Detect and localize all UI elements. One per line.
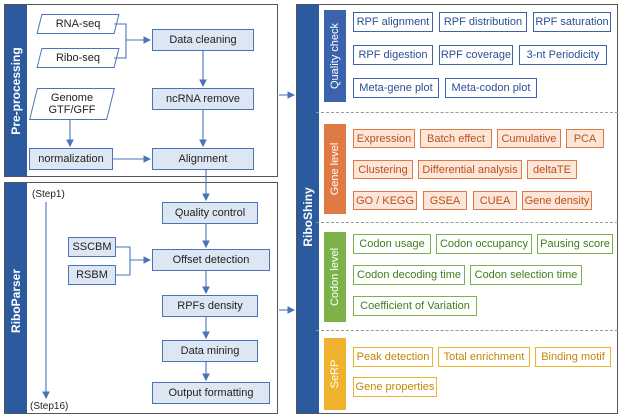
codon-occupancy-chip: Codon occupancy [436, 234, 532, 254]
clustering-chip: Clustering [353, 160, 413, 179]
step-end-label: (Step16) [30, 401, 69, 412]
rsbm-input: RSBM [68, 265, 116, 285]
expression-chip: Expression [353, 129, 415, 148]
rna-seq-input: RNA-seq [36, 14, 120, 34]
section-divider-1 [316, 112, 618, 113]
rpf-saturation-chip: RPF saturation [533, 12, 611, 32]
cuea-chip: CUEA [473, 191, 517, 210]
ncrna-remove-step: ncRNA remove [152, 88, 254, 110]
deltate-chip: deltaTE [527, 160, 577, 179]
offset-detection-step: Offset detection [152, 249, 270, 271]
meta-gene-plot-chip: Meta-gene plot [353, 78, 439, 98]
peak-detection-chip: Peak detection [353, 347, 433, 367]
codon-level-bar: Codon level [324, 232, 346, 322]
gene-level-bar: Gene level [324, 124, 346, 214]
codon-usage-chip: Codon usage [353, 234, 431, 254]
data-cleaning-step: Data cleaning [152, 29, 254, 51]
section-divider-3 [316, 330, 618, 331]
gene-density-chip: Gene density [522, 191, 592, 210]
alignment-step: Alignment [152, 148, 254, 170]
three-nt-periodicity-chip: 3-nt Periodicity [519, 45, 607, 65]
differential-analysis-chip: Differential analysis [418, 160, 522, 179]
ribo-seq-input: Ribo-seq [36, 48, 120, 68]
rpf-distribution-chip: RPF distribution [439, 12, 527, 32]
preprocessing-sidebar: Pre-processing [5, 5, 27, 176]
codon-decoding-time-chip: Codon decoding time [353, 265, 465, 285]
codon-selection-time-chip: Codon selection time [470, 265, 582, 285]
riboparser-sidebar: RiboParser [5, 183, 27, 413]
rpf-coverage-chip: RPF coverage [439, 45, 513, 65]
quality-check-bar: Quality check [324, 10, 346, 102]
output-formatting-step: Output formatting [152, 382, 270, 404]
step-start-label: (Step1) [32, 189, 65, 200]
meta-codon-plot-chip: Meta-codon plot [445, 78, 537, 98]
genome-gtf-input: Genome GTF/GFF [29, 88, 115, 120]
go-kegg-chip: GO / KEGG [353, 191, 417, 210]
riboshiny-sidebar: RiboShiny [297, 5, 319, 413]
normalization-step: normalization [29, 148, 113, 170]
serp-bar: SeRP [324, 338, 346, 410]
pausing-score-chip: Pausing score [537, 234, 613, 254]
rpf-digestion-chip: RPF digestion [353, 45, 433, 65]
gene-properties-chip: Gene properties [353, 377, 437, 397]
pca-chip: PCA [566, 129, 604, 148]
rpfs-density-step: RPFs density [162, 295, 258, 317]
total-enrichment-chip: Total enrichment [438, 347, 530, 367]
coefficient-of-variation-chip: Coefficient of Variation [353, 296, 477, 316]
binding-motif-chip: Binding motif [535, 347, 611, 367]
rpf-alignment-chip: RPF alignment [353, 12, 433, 32]
batch-effect-chip: Batch effect [420, 129, 492, 148]
gsea-chip: GSEA [423, 191, 467, 210]
cumulative-chip: Cumulative [497, 129, 561, 148]
data-mining-step: Data mining [162, 340, 258, 362]
quality-control-step: Quality control [162, 202, 258, 224]
sscbm-input: SSCBM [68, 237, 116, 257]
section-divider-2 [316, 222, 618, 223]
